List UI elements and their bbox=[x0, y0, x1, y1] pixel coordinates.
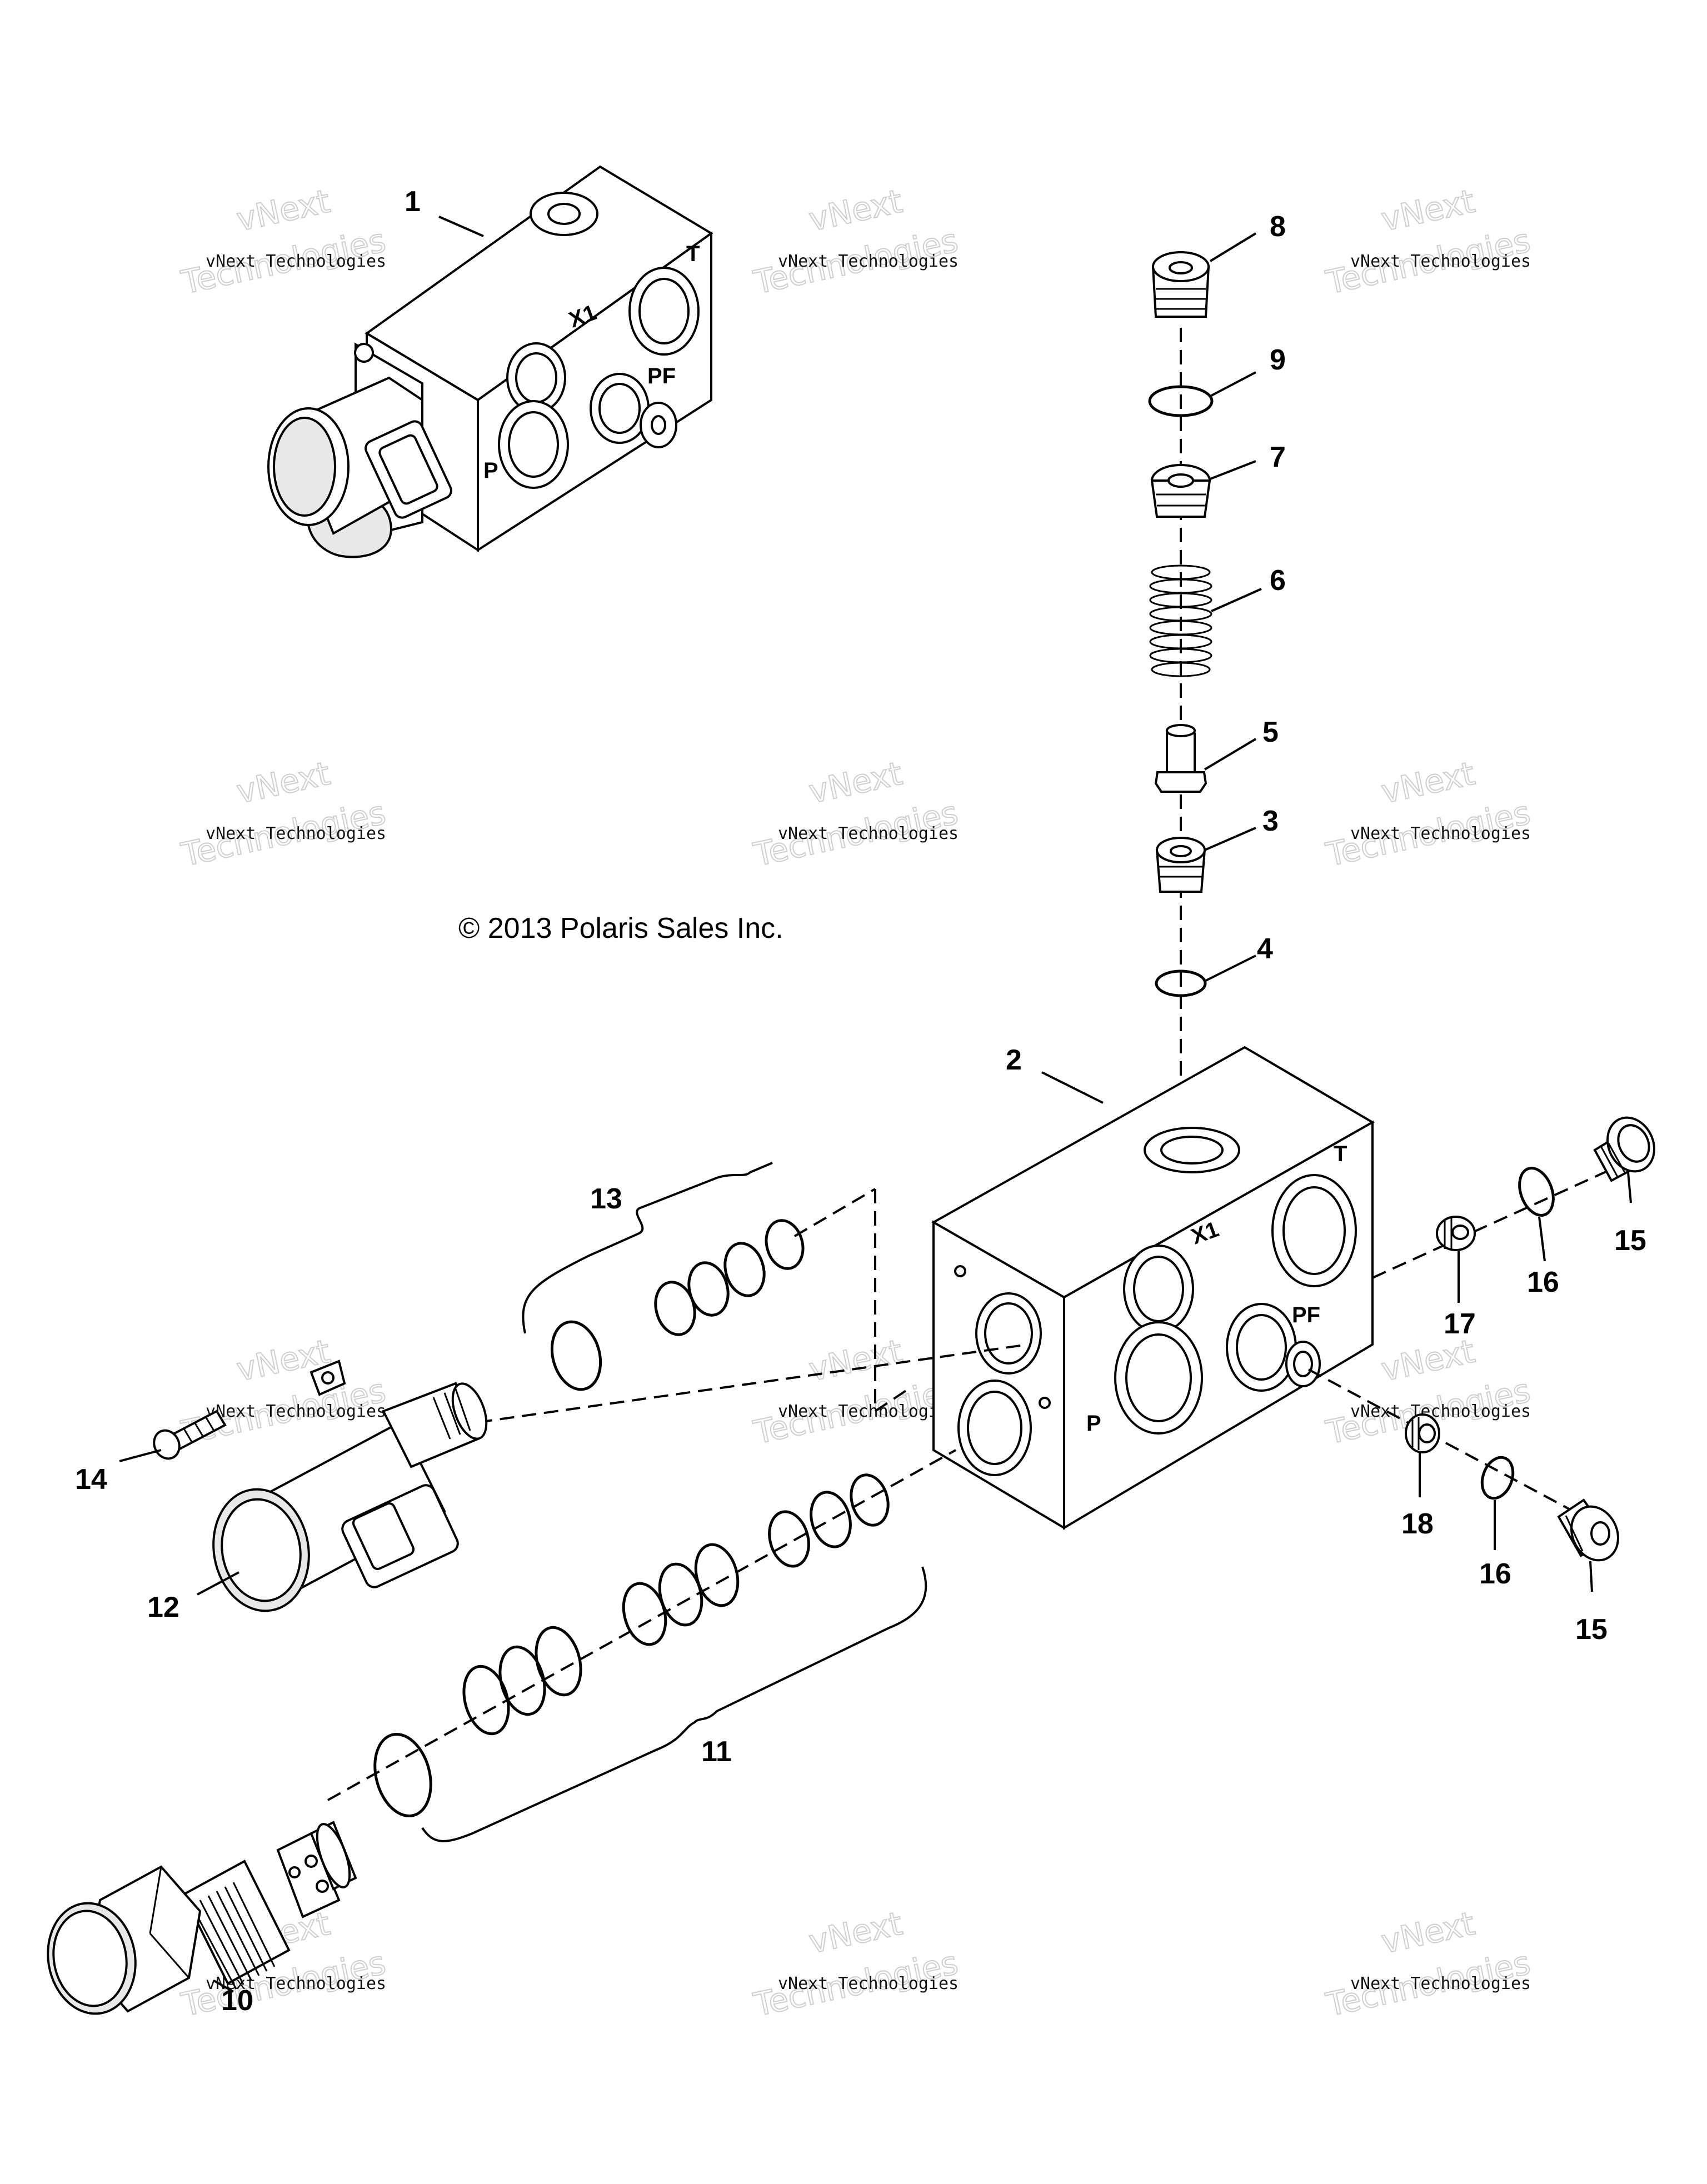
callout-15: 15 bbox=[1575, 1613, 1608, 1646]
leader-line bbox=[1538, 1216, 1546, 1262]
watermark-text: vNext Technologies bbox=[778, 252, 959, 271]
leader-line bbox=[1211, 371, 1256, 397]
leader-line bbox=[1204, 738, 1257, 771]
watermark-text: vNext Technologies bbox=[1350, 1974, 1531, 1993]
watermark-text: vNext Technologies bbox=[206, 824, 386, 843]
callout-15: 15 bbox=[1614, 1225, 1646, 1257]
svg-text:vNext: vNext bbox=[1378, 1332, 1478, 1389]
leader-line bbox=[438, 216, 484, 237]
watermark-text: vNext Technologies bbox=[1350, 252, 1531, 271]
callout-7: 7 bbox=[1270, 441, 1286, 473]
leader-line bbox=[1209, 232, 1257, 262]
callout-2: 2 bbox=[1006, 1044, 1022, 1076]
svg-text:vNext: vNext bbox=[233, 182, 333, 239]
plug-part-15 bbox=[1557, 1498, 1619, 1562]
o-ring-part-16 bbox=[1480, 1456, 1515, 1500]
o-ring-part-16 bbox=[1518, 1167, 1555, 1217]
port-label-p: P bbox=[483, 458, 498, 483]
svg-text:vNext: vNext bbox=[806, 1905, 906, 1961]
port-label-pf: PF bbox=[1292, 1303, 1320, 1327]
seal-kit-part-11 bbox=[373, 1473, 927, 1842]
adjuster-part-7 bbox=[1150, 464, 1211, 518]
leader-line bbox=[1589, 1561, 1593, 1592]
leader-line bbox=[1204, 827, 1256, 851]
assembly-centerline bbox=[1372, 1152, 1648, 1279]
leader-line bbox=[1211, 588, 1262, 612]
callout-13: 13 bbox=[590, 1183, 622, 1215]
svg-text:vNext: vNext bbox=[1378, 754, 1478, 811]
callout-18: 18 bbox=[1401, 1508, 1434, 1540]
seat-part-3 bbox=[1155, 837, 1206, 893]
port-label-pf: PF bbox=[647, 364, 676, 388]
watermark: vNext Technologies bbox=[750, 182, 962, 302]
port-label-p: P bbox=[1086, 1411, 1101, 1436]
svg-text:vNext: vNext bbox=[806, 754, 906, 811]
assembly-centerline bbox=[327, 1449, 956, 1801]
callout-11: 11 bbox=[701, 1736, 732, 1768]
callout-9: 9 bbox=[1270, 344, 1286, 376]
callout-16: 16 bbox=[1527, 1266, 1559, 1298]
callout-12: 12 bbox=[147, 1591, 179, 1623]
watermark-text: vNext Technologies bbox=[778, 1402, 959, 1421]
leader-line bbox=[119, 1449, 162, 1462]
watermark-text: vNext Technologies bbox=[778, 824, 959, 843]
callout-16: 16 bbox=[1479, 1558, 1511, 1590]
valve-assembly-part-1: T X1 PF P bbox=[267, 165, 713, 558]
port-label-t: T bbox=[686, 242, 700, 266]
poppet-part-5 bbox=[1154, 724, 1207, 793]
leader-line bbox=[1210, 460, 1256, 480]
assembly-centerline bbox=[1308, 1368, 1584, 1518]
callout-10: 10 bbox=[221, 1985, 253, 2017]
watermark: vNext Technologies bbox=[750, 1332, 962, 1452]
watermark-text: vNext Technologies bbox=[778, 1974, 959, 1993]
watermark: vNext Technologies bbox=[1322, 182, 1534, 302]
leader-line bbox=[1041, 1071, 1104, 1104]
leader-line bbox=[1627, 1172, 1632, 1203]
plug-part-17 bbox=[1436, 1216, 1476, 1251]
callout-5: 5 bbox=[1262, 716, 1279, 748]
plug-part-15 bbox=[1593, 1116, 1655, 1182]
seal-kit-part-13 bbox=[522, 1162, 805, 1391]
valve-block-part-2: T X1 PF P bbox=[931, 1046, 1375, 1530]
leader-line bbox=[1205, 954, 1256, 982]
watermark: vNext Technologies bbox=[1322, 1904, 1534, 2025]
copyright-text: © 2013 Polaris Sales Inc. bbox=[458, 912, 783, 944]
callout-1: 1 bbox=[405, 186, 421, 218]
svg-text:vNext: vNext bbox=[233, 754, 333, 811]
watermark: vNext Technologies bbox=[1322, 754, 1534, 874]
svg-text:vNext: vNext bbox=[1378, 1905, 1478, 1961]
callout-14: 14 bbox=[75, 1463, 107, 1496]
svg-text:vNext: vNext bbox=[806, 1332, 906, 1389]
callout-8: 8 bbox=[1270, 211, 1286, 243]
watermark-text: vNext Technologies bbox=[206, 1402, 386, 1421]
o-ring-part-9 bbox=[1148, 385, 1214, 417]
screw-part-14 bbox=[153, 1410, 227, 1460]
assembly-centerline bbox=[874, 1388, 910, 1412]
watermark: vNext Technologies bbox=[177, 182, 390, 302]
svg-text:vNext: vNext bbox=[1378, 182, 1478, 239]
assembly-centerline bbox=[793, 1188, 876, 1237]
cartridge-valve-part-10 bbox=[47, 1821, 357, 2015]
port-label-t: T bbox=[1334, 1142, 1347, 1166]
callout-3: 3 bbox=[1262, 805, 1279, 837]
watermark: vNext Technologies bbox=[750, 754, 962, 874]
leader-line bbox=[213, 1980, 234, 1993]
assembly-centerline bbox=[477, 1343, 1029, 1423]
plug-part-18 bbox=[1405, 1413, 1440, 1453]
watermark: vNext Technologies bbox=[750, 1904, 962, 2025]
leader-line bbox=[197, 1571, 239, 1596]
svg-text:vNext: vNext bbox=[806, 182, 906, 239]
spring-part-6 bbox=[1149, 564, 1212, 677]
solenoid-coil-part-12 bbox=[212, 1360, 488, 1612]
watermark-text: vNext Technologies bbox=[1350, 1402, 1531, 1421]
watermark-text: vNext Technologies bbox=[1350, 824, 1531, 843]
callout-6: 6 bbox=[1270, 564, 1286, 597]
watermark-text: vNext Technologies bbox=[206, 252, 386, 271]
watermark: vNext Technologies bbox=[177, 754, 390, 874]
callout-17: 17 bbox=[1444, 1308, 1476, 1340]
o-ring-part-4 bbox=[1155, 969, 1207, 997]
callout-4: 4 bbox=[1257, 933, 1273, 965]
plug-part-8 bbox=[1151, 251, 1210, 318]
